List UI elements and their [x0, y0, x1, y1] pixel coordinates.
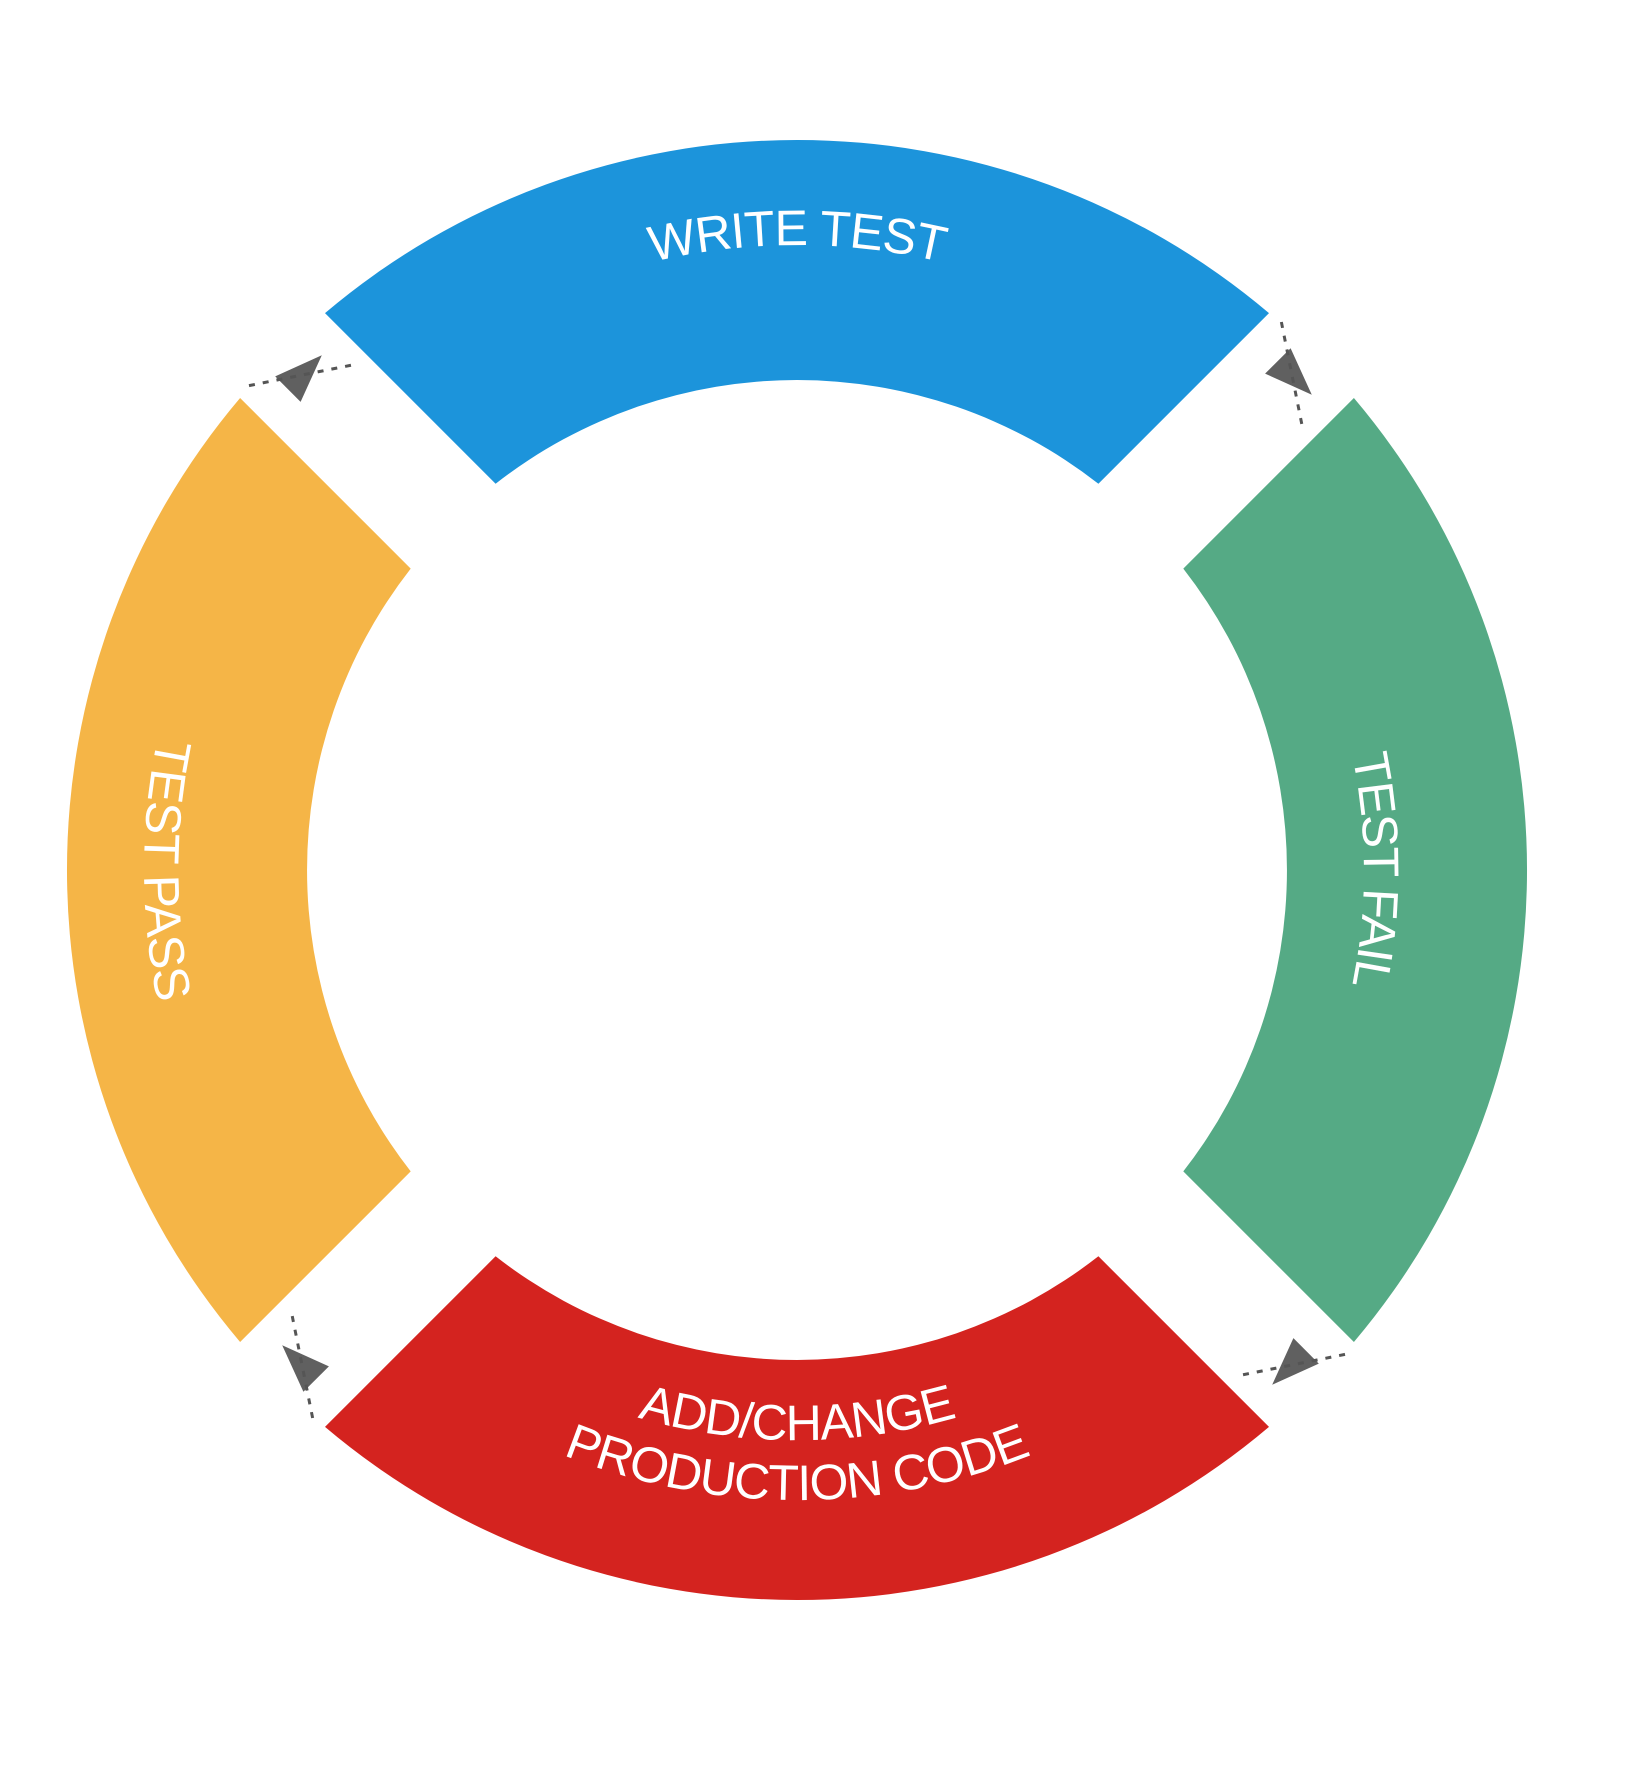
- write-test-segment: [325, 139, 1269, 484]
- add-change-production-code-segment: [325, 1256, 1269, 1601]
- test-pass-segment: [66, 398, 411, 1342]
- cycle-connector-line: [248, 362, 356, 388]
- test-fail-segment: [1183, 398, 1528, 1342]
- cycle-connector-line: [1279, 321, 1305, 429]
- test-fail-label-line-1: TEST FAIL: [1341, 748, 1408, 993]
- cycle-arrow-icon: [1265, 348, 1312, 395]
- cycle-connector-line: [1238, 1352, 1346, 1378]
- cycle-connector-line: [289, 1311, 315, 1419]
- cycle-arrow-icon: [1272, 1338, 1319, 1385]
- cycle-arrow-icon: [275, 355, 322, 402]
- cycle-arrow-icon: [282, 1345, 329, 1392]
